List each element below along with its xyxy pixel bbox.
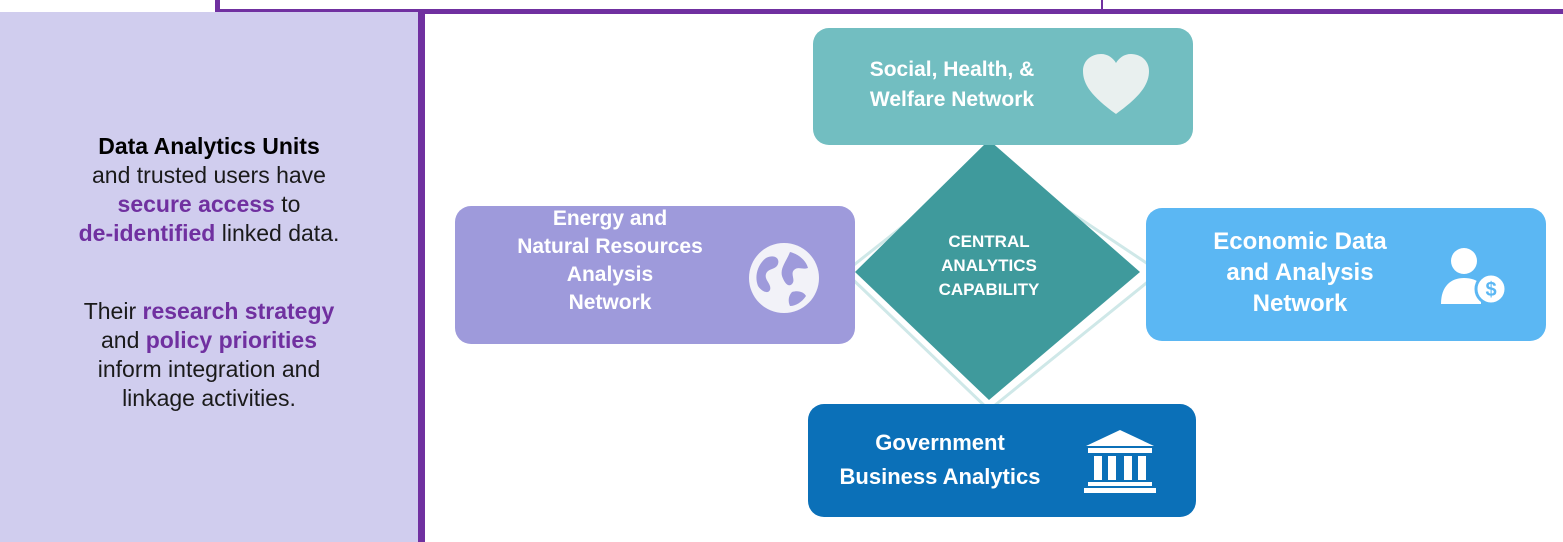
side-panel: Data Analytics Units and trusted users h…	[0, 12, 425, 542]
node-label-line: Economic Data	[1213, 228, 1387, 255]
node-label-line: Welfare Network	[869, 88, 1035, 111]
node-label-line: Analysis	[566, 263, 654, 286]
side-panel-text: and trusted users have	[92, 162, 326, 188]
top-border-tick	[215, 0, 220, 14]
node-social-label: Social, Health, & Welfare Network	[828, 55, 1076, 115]
central-label-line: CAPABILITY	[938, 280, 1040, 299]
node-label-line: Energy and	[552, 207, 668, 230]
top-border-mark	[1101, 0, 1103, 9]
node-economic-label: Economic Data and Analysis Network	[1170, 226, 1430, 319]
central-label-line: ANALYTICS	[941, 256, 1037, 275]
side-panel-paragraph-1: Data Analytics Units and trusted users h…	[0, 132, 418, 248]
node-economic-data-analysis[interactable]	[1146, 208, 1546, 341]
globe-icon	[749, 243, 819, 313]
node-label-line: Business Analytics	[839, 464, 1041, 489]
side-panel-text: linkage activities.	[122, 385, 296, 411]
node-label-line: Network	[1252, 290, 1348, 317]
node-label-line: and Analysis	[1226, 259, 1374, 286]
top-border	[0, 0, 1563, 18]
side-panel-text: Their research strategy	[83, 298, 335, 324]
side-panel-paragraph-2: Their research strategy and policy prior…	[0, 297, 418, 413]
node-government-label: Government Business Analytics	[810, 426, 1070, 494]
heart-icon	[1083, 54, 1149, 114]
side-panel-text: secure access to	[117, 191, 301, 217]
side-panel-text: inform integration and	[97, 356, 321, 382]
central-label-line: CENTRAL	[948, 232, 1030, 251]
node-energy-label: Energy and Natural Resources Analysis Ne…	[465, 205, 755, 317]
node-label-line: Social, Health, &	[869, 58, 1035, 81]
node-label-line: Government	[875, 430, 1005, 455]
top-border-line	[215, 9, 1563, 14]
central-label: CENTRAL ANALYTICS CAPABILITY	[930, 230, 1048, 302]
node-label-line: Network	[568, 291, 652, 314]
side-panel-heading: Data Analytics Units	[98, 133, 320, 159]
side-panel-text: de-identified linked data.	[78, 220, 340, 246]
person-dollar-icon: $	[1441, 248, 1508, 306]
side-panel-text: and policy priorities	[100, 327, 318, 353]
svg-text:$: $	[1485, 279, 1496, 301]
node-label-line: Natural Resources	[517, 235, 703, 258]
bank-icon	[1084, 430, 1156, 493]
central-diamond	[855, 140, 1140, 400]
